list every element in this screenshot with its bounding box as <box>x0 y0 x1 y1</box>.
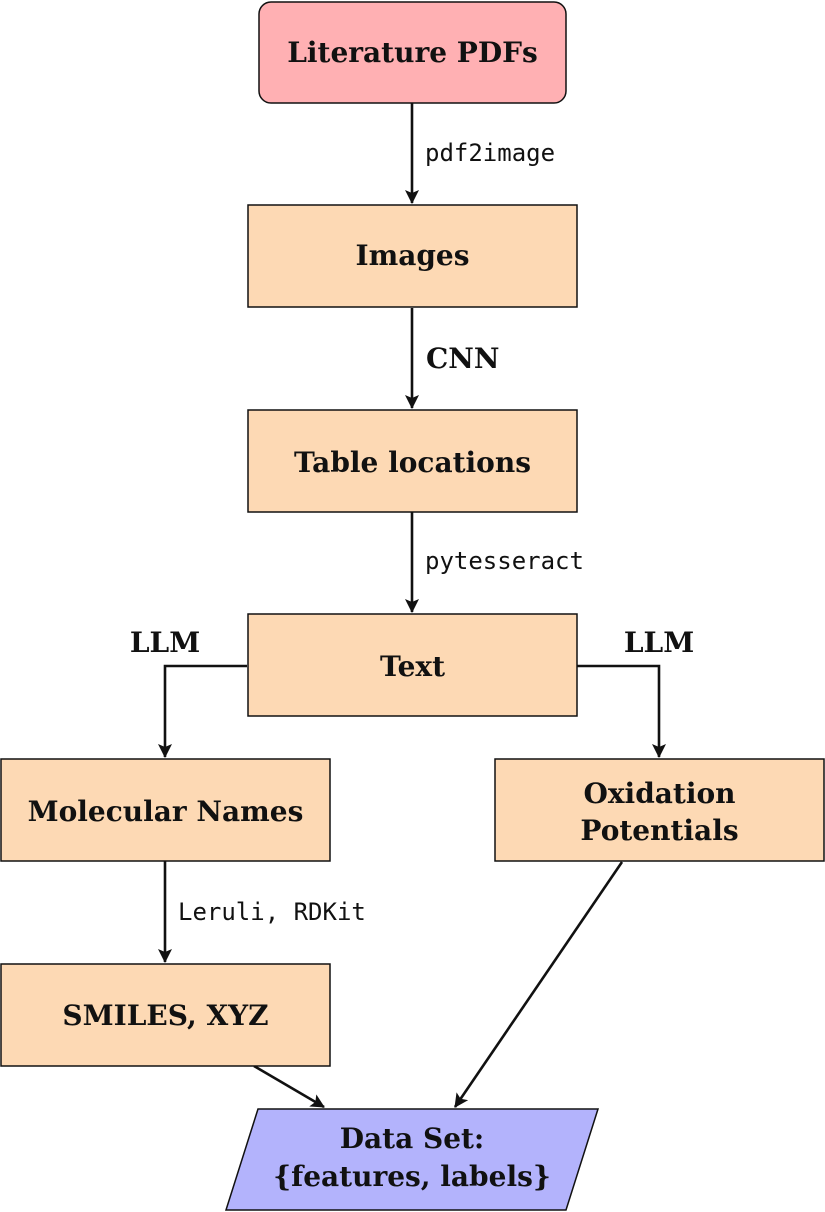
node-text: Text <box>247 613 578 717</box>
node-oxidation-potentials-line1: Oxidation <box>583 777 735 810</box>
node-smiles-xyz-label: SMILES, XYZ <box>62 999 268 1032</box>
edge-label-pytesseract: pytesseract <box>425 547 584 575</box>
node-table-locations: Table locations <box>247 409 578 513</box>
node-images-label: Images <box>355 239 469 272</box>
arrow-text-to-names <box>158 664 247 758</box>
edge-label-leruli-rdkit: Leruli, RDKit <box>178 898 366 926</box>
node-data-set-line1: Data Set: <box>340 1122 485 1155</box>
node-images: Images <box>247 204 578 308</box>
edges <box>158 103 666 1109</box>
node-smiles-xyz: SMILES, XYZ <box>0 963 331 1067</box>
node-data-set-line2: {features, labels} <box>273 1160 551 1193</box>
edge-label-llm-right: LLM <box>624 626 694 659</box>
node-oxidation-potentials-line2: Potentials <box>580 814 738 847</box>
node-literature-pdfs: Literature PDFs <box>258 1 567 104</box>
node-table-locations-label: Table locations <box>294 446 531 479</box>
node-literature-pdfs-label: Literature PDFs <box>287 36 538 69</box>
node-oxidation-potentials: Oxidation Potentials <box>494 758 825 862</box>
node-text-label: Text <box>380 650 445 683</box>
arrow-smiles-to-dataset <box>253 1064 325 1109</box>
edge-label-pdf2image: pdf2image <box>425 139 555 167</box>
edge-label-llm-left: LLM <box>130 626 200 659</box>
arrow-potentials-to-dataset <box>453 861 624 1108</box>
node-molecular-names-label: Molecular Names <box>28 795 304 828</box>
arrow-text-to-potentials <box>577 664 666 758</box>
edge-label-cnn: CNN <box>426 342 499 375</box>
node-molecular-names: Molecular Names <box>0 758 331 862</box>
node-data-set: Data Set: {features, labels} <box>224 1108 600 1211</box>
